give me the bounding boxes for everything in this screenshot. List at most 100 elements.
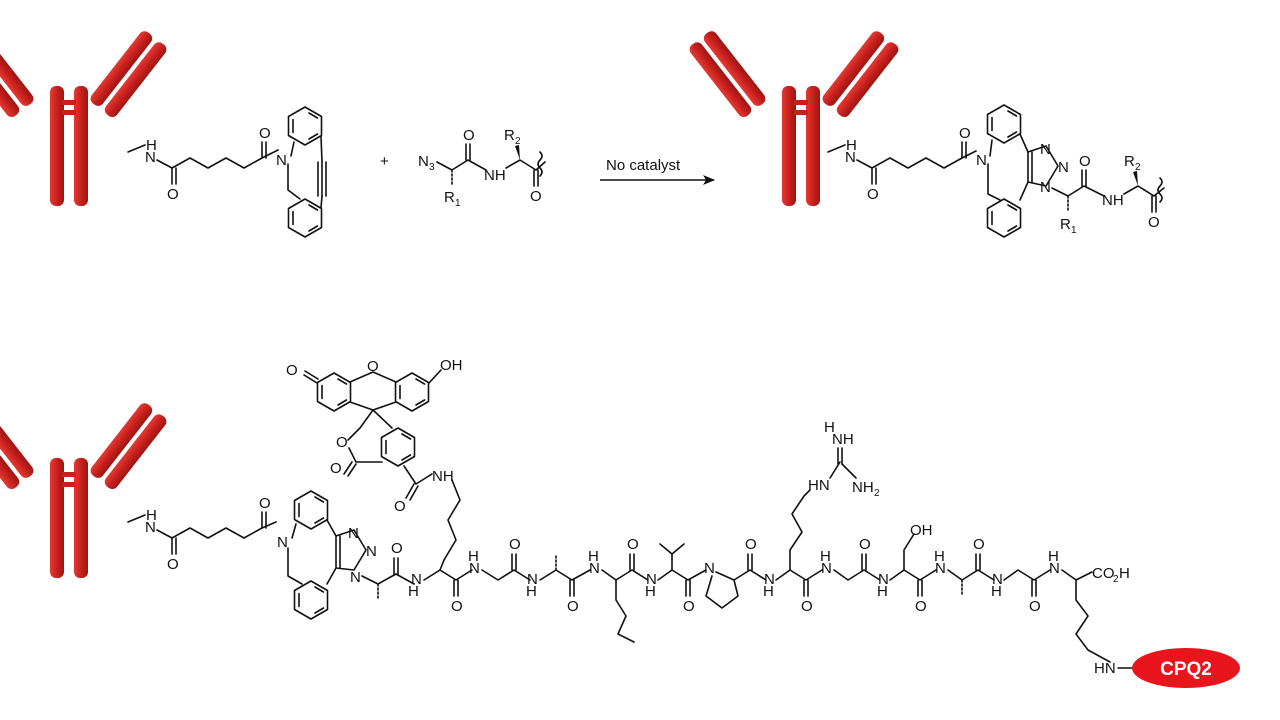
pep-o-11: O [973,536,985,553]
pep-o-2: O [451,598,463,615]
pep-nh-3: H [526,583,537,600]
arg-nh-h: H [824,419,835,436]
prod-nh: NH [1102,192,1124,209]
b-o-1: O [167,556,179,573]
pep-o-1: O [391,540,403,557]
prod-o-3: O [1079,153,1091,170]
r1-b-sub: 1 [1071,225,1077,236]
pep-o-12: O [1029,598,1041,615]
r2-a: R [504,127,515,144]
pep-n-5: N [646,571,657,588]
b-o-2: O [259,495,271,512]
pep-nh-2: H [468,548,479,565]
dbco-n: N [276,152,287,169]
b-ring-n: N [277,534,288,551]
carbonyl-o-2: O [259,125,271,142]
pep-nh-11: H [991,583,1002,600]
bottom-linker: H N O O N N N N [127,490,377,620]
pep-n-3: N [527,571,538,588]
pep-o-9: O [859,536,871,553]
arrow-label: No catalyst [606,157,681,174]
prod-o-2: O [959,125,971,142]
r1-b: R [1060,216,1071,233]
lactone-carbonyl-o: O [330,460,342,477]
co2h-h: H [1119,565,1130,582]
antibody-top-right [687,28,901,206]
prod-triazole-n2: N [1058,159,1069,176]
r1-a-sub: 1 [455,198,461,209]
amide-n-1: N [145,149,156,166]
co2h-sub: 2 [1113,574,1119,585]
arg-hn: HN [808,477,830,494]
prod-o-4: O [1148,214,1160,231]
pep-n-7: N [764,571,775,588]
pep-nh-5: H [645,583,656,600]
azide-n: N [418,153,429,170]
antibody-bottom [0,400,169,578]
fluorescein: O O OH O O O NH [286,357,463,561]
prod-triazole-n1: N [1040,141,1051,158]
b-triazole-n1: N [348,525,359,542]
amide-nh-1: H [146,137,157,154]
pep-o-10: O [915,598,927,615]
azide-nh: NH [484,167,506,184]
arg-nh2: NH [852,479,874,496]
b-triazole-n3: N [350,569,361,586]
pep-o-8: O [801,598,813,615]
prod-o-1: O [867,186,879,203]
dbco-reagent: H N O O N [127,106,327,238]
pep-n-10: N [935,560,946,577]
amide-o-fl: O [394,498,406,515]
ser-oh: OH [910,522,933,539]
pep-n-12: N [1049,560,1060,577]
azide-carbonyl-o: O [463,127,475,144]
pep-o-5: O [627,536,639,553]
pep-n-4: N [589,560,600,577]
plus-sign: + [380,153,389,170]
pep-nh-8: H [820,548,831,565]
pep-o-4: O [567,598,579,615]
b-n: N [145,519,156,536]
pep-n-8: N [821,560,832,577]
cpq2-tag: CPQ2 [1117,648,1240,688]
fluorescein-oh: OH [440,357,463,374]
fluorescein-o: O [286,362,298,379]
pep-nh-1: H [408,583,419,600]
reaction-arrow: No catalyst [600,157,715,185]
azide-peptide: N 3 R 1 O NH R 2 O [418,127,546,209]
arg-nh: NH [832,431,854,448]
pep-o-7: O [745,536,757,553]
cpq2-hn: HN [1094,660,1116,677]
pep-nh-7: H [763,583,774,600]
b-triazole-n2: N [366,543,377,560]
b-h: H [146,507,157,524]
pep-o-6: O [683,598,695,615]
lactone-o: O [336,434,348,451]
pep-n-9: N [878,571,889,588]
r2-a-sub: 2 [515,136,521,147]
r2-b: R [1124,153,1135,170]
prod-triazole-n3: N [1040,179,1051,196]
azide-carbonyl-o-2: O [530,188,542,205]
prod-n: N [845,149,856,166]
arg-nh2-sub: 2 [874,488,880,499]
triazole-product: H N O O N N N N R 1 O NH R 2 O [827,104,1165,238]
prod-ring-n: N [976,152,987,169]
pep-nh-9: H [877,583,888,600]
xanthene-o: O [367,358,379,375]
pep-nh-12: H [1048,548,1059,565]
lys-side-nh: NH [432,468,454,485]
pep-n-1: N [411,571,422,588]
co2h: CO [1092,565,1115,582]
cpq2-label: CPQ2 [1160,659,1212,680]
pep-nh-10: H [934,548,945,565]
prod-h: H [846,137,857,154]
pep-nh-4: H [588,548,599,565]
antibody-top-left [0,28,169,206]
pep-n-2: N [469,560,480,577]
peptide-backbone: O H N O H N O N H O H N O N H O N [361,419,1130,677]
r2-b-sub: 2 [1135,162,1141,173]
r1-a: R [444,189,455,206]
carbonyl-o-1: O [167,186,179,203]
